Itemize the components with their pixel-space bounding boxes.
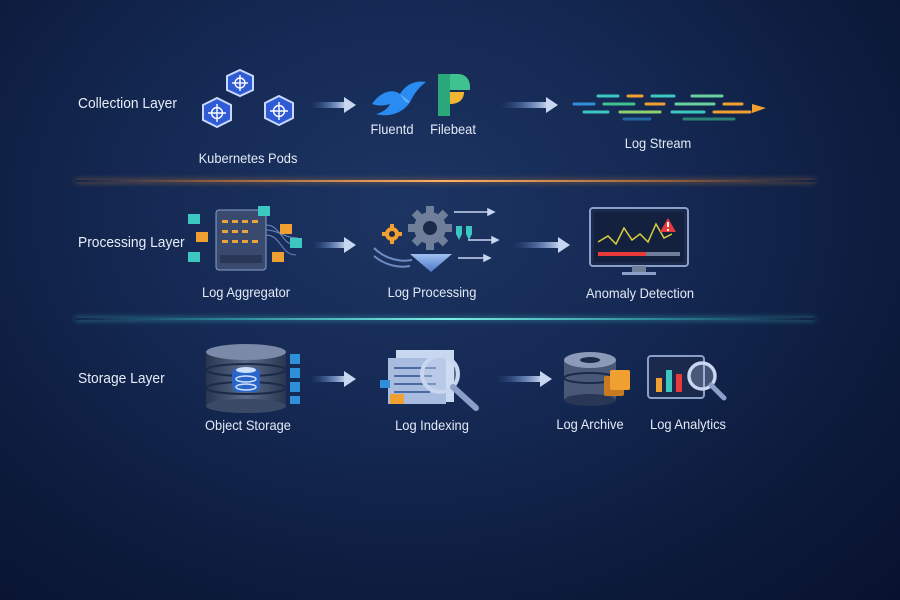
collection-arrow-1	[310, 97, 356, 113]
kubernetes-pods-icon	[202, 68, 294, 129]
log-processing-node[interactable]	[372, 200, 502, 285]
log-archive-caption: Log Archive	[556, 416, 624, 432]
processing-arrow-2	[512, 237, 570, 253]
log-archive-node[interactable]	[560, 348, 640, 413]
log-stream-icon	[572, 94, 766, 121]
log-indexing-node[interactable]	[376, 344, 488, 419]
storage-layer-label: Storage Layer	[78, 370, 165, 387]
log-analytics-caption: Log Analytics	[650, 416, 726, 432]
collection-arrow-2	[500, 97, 558, 113]
object-storage-node[interactable]	[196, 342, 308, 419]
filebeat-caption: Filebeat	[430, 121, 476, 137]
collection-divider	[75, 180, 815, 182]
kubernetes-pods-node[interactable]	[195, 66, 305, 151]
anomaly-detection-node[interactable]	[588, 206, 692, 283]
log-stream-node[interactable]	[564, 86, 770, 131]
fluentd-icon	[372, 81, 426, 116]
log-processing-icon	[373, 206, 500, 272]
object-storage-icon	[205, 344, 300, 413]
fluentd-caption: Fluentd	[370, 121, 414, 137]
log-archive-icon	[563, 352, 630, 406]
log-processing-caption: Log Processing	[387, 284, 477, 300]
log-indexing-icon	[380, 350, 479, 411]
filebeat-node[interactable]	[436, 70, 472, 125]
log-aggregator-icon	[188, 206, 302, 271]
processing-arrow-1	[312, 237, 356, 253]
kubernetes-pods-caption: Kubernetes Pods	[198, 150, 298, 166]
log-aggregator-node[interactable]	[186, 200, 308, 285]
storage-arrow-1	[310, 371, 356, 387]
anomaly-detection-caption: Anomaly Detection	[585, 285, 695, 301]
filebeat-icon	[438, 74, 470, 116]
fluentd-node[interactable]	[370, 74, 428, 127]
processing-divider	[75, 318, 815, 320]
storage-arrow-2	[496, 371, 552, 387]
log-indexing-caption: Log Indexing	[395, 417, 469, 433]
processing-layer-label: Processing Layer	[78, 234, 185, 251]
anomaly-detection-icon	[589, 207, 689, 275]
object-storage-caption: Object Storage	[205, 417, 291, 433]
log-analytics-icon	[647, 355, 727, 401]
log-aggregator-caption: Log Aggregator	[201, 284, 291, 300]
log-stream-caption: Log Stream	[624, 135, 692, 151]
collection-layer-label: Collection Layer	[78, 95, 177, 112]
log-analytics-node[interactable]	[644, 352, 730, 409]
